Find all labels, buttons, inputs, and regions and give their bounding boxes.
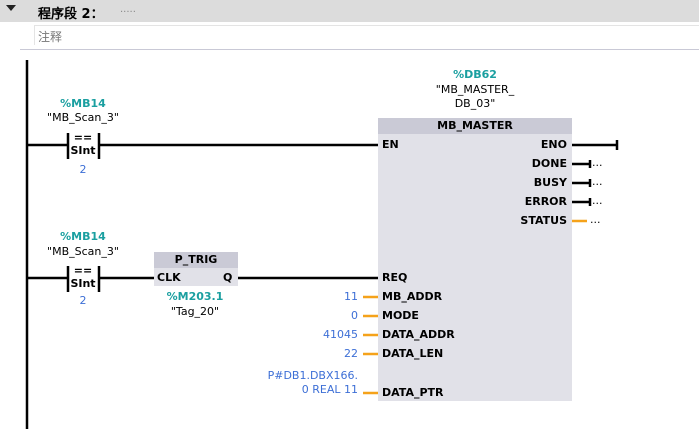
network-comment[interactable]: 注释 <box>34 25 699 45</box>
pin-status: STATUS <box>520 214 567 227</box>
ptrig-address: %M203.1 <box>166 290 224 303</box>
value-mb-addr[interactable]: 11 <box>344 290 358 303</box>
pin-eno: ENO <box>540 138 567 151</box>
ptrig-clk-pin: CLK <box>157 271 181 284</box>
contact2-operator: == <box>73 264 93 277</box>
value-data-addr[interactable]: 41045 <box>323 328 358 341</box>
ptrig-q-pin: Q <box>223 271 233 284</box>
pin-error: ERROR <box>524 195 567 208</box>
pin-mb-addr: MB_ADDR <box>382 290 443 303</box>
pin-mode: MODE <box>382 309 419 322</box>
pin-data-len: DATA_LEN <box>382 347 444 360</box>
value-data-len[interactable]: 22 <box>344 347 358 360</box>
value-mode[interactable]: 0 <box>351 309 358 322</box>
ptrig-tag[interactable]: "Tag_20" <box>170 305 220 318</box>
instance-db-name-line1[interactable]: "MB_MASTER_ <box>435 83 515 96</box>
value-status[interactable]: ... <box>590 213 601 226</box>
network-header[interactable] <box>0 0 699 22</box>
pin-en: EN <box>382 138 399 151</box>
contact1-operator: == <box>73 131 93 144</box>
value-data-ptr-line1[interactable]: P#DB1.DBX166. <box>267 369 358 382</box>
mb-master-title: MB_MASTER <box>378 118 572 134</box>
network-title-placeholder[interactable]: ..... <box>120 4 136 15</box>
value-error[interactable]: ... <box>592 194 603 207</box>
pin-done: DONE <box>531 157 567 170</box>
network-title: 程序段 2： <box>38 7 104 22</box>
pin-busy: BUSY <box>533 176 567 189</box>
contact1-tag[interactable]: "MB_Scan_3" <box>47 111 119 124</box>
contact2-tag[interactable]: "MB_Scan_3" <box>47 245 119 258</box>
instance-db-address: %DB62 <box>453 68 497 81</box>
pin-req: REQ <box>382 271 408 284</box>
mb-master-block[interactable] <box>378 118 572 401</box>
value-data-ptr-line2[interactable]: 0 REAL 11 <box>301 383 358 396</box>
contact1-address: %MB14 <box>60 97 106 110</box>
instance-db-name-line2[interactable]: DB_03" <box>454 97 496 110</box>
pin-data-ptr: DATA_PTR <box>382 386 444 399</box>
contact1-type[interactable]: SInt <box>70 144 96 157</box>
contact2-type[interactable]: SInt <box>70 277 96 290</box>
contact1-value[interactable]: 2 <box>79 163 87 176</box>
value-busy[interactable]: ... <box>592 175 603 188</box>
divider <box>20 49 699 50</box>
contact2-value[interactable]: 2 <box>79 294 87 307</box>
value-done[interactable]: ... <box>592 156 603 169</box>
collapse-triangle-icon[interactable] <box>6 5 16 11</box>
pin-data-addr: DATA_ADDR <box>382 328 455 341</box>
contact2-address: %MB14 <box>60 230 106 243</box>
ptrig-title: P_TRIG <box>154 252 238 268</box>
